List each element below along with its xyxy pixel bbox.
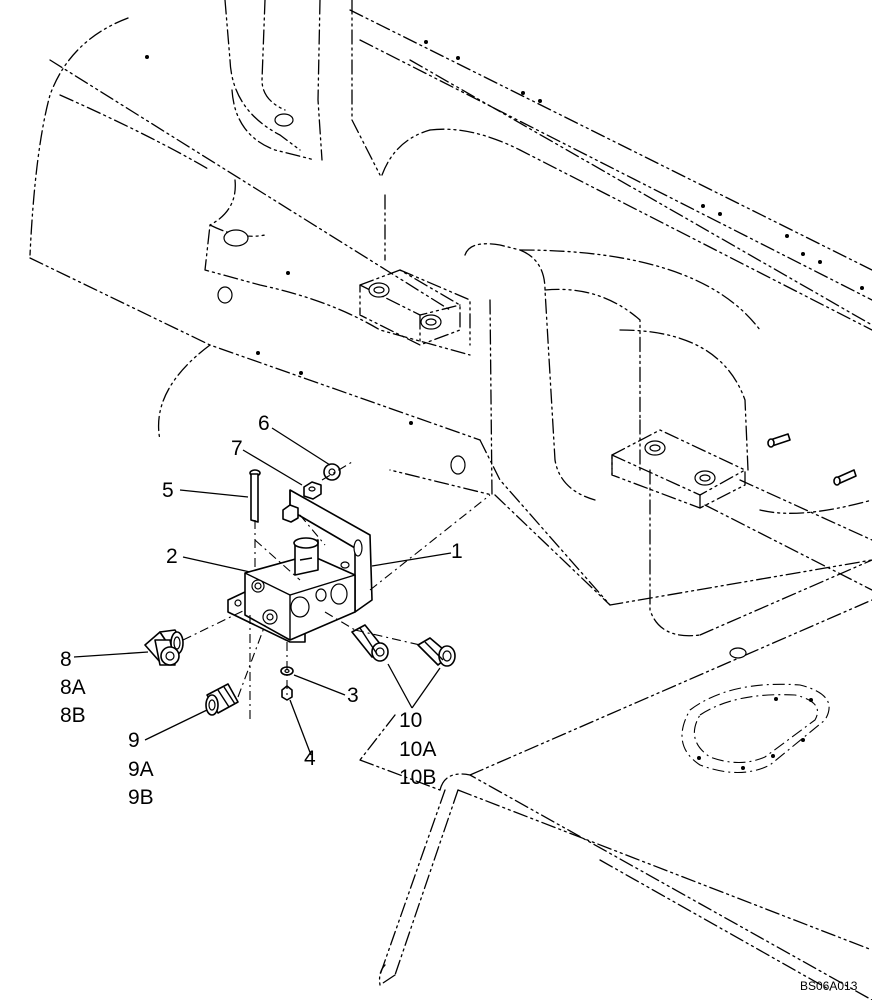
fitting-9 <box>205 683 239 716</box>
callout-9a: 9A <box>128 758 154 781</box>
leader-lines <box>73 427 452 756</box>
callout-8a: 8A <box>60 676 86 699</box>
callout-6: 6 <box>258 412 270 435</box>
bracket-nut <box>282 504 299 523</box>
callout-labels: 1 2 3 4 5 6 7 8 8A 8B 9 9A 9B 10 10A 10B <box>60 412 463 809</box>
nut-7 <box>303 481 322 500</box>
fitting-8 <box>144 629 184 666</box>
callout-10a: 10A <box>399 738 436 761</box>
frame-bolts <box>767 433 857 486</box>
callout-4: 4 <box>304 747 316 770</box>
callout-1: 1 <box>451 540 463 563</box>
fitting-10-right <box>417 637 456 667</box>
callout-10b: 10B <box>399 766 436 789</box>
callout-10: 10 <box>399 709 422 732</box>
callout-3: 3 <box>347 684 359 707</box>
callout-8b: 8B <box>60 704 86 727</box>
callout-9b: 9B <box>128 786 154 809</box>
drawing-reference: BS06A013 <box>800 979 858 993</box>
callout-9: 9 <box>128 729 140 752</box>
valve-block <box>244 537 356 641</box>
callout-5: 5 <box>162 479 174 502</box>
bolt-5 <box>249 469 261 523</box>
center-lines <box>182 461 491 720</box>
frame-holes <box>145 40 864 770</box>
phantom-frame <box>29 0 872 1000</box>
fitting-10-left <box>351 624 389 662</box>
callout-7: 7 <box>231 437 243 460</box>
callout-8: 8 <box>60 648 72 671</box>
callout-2: 2 <box>166 545 178 568</box>
